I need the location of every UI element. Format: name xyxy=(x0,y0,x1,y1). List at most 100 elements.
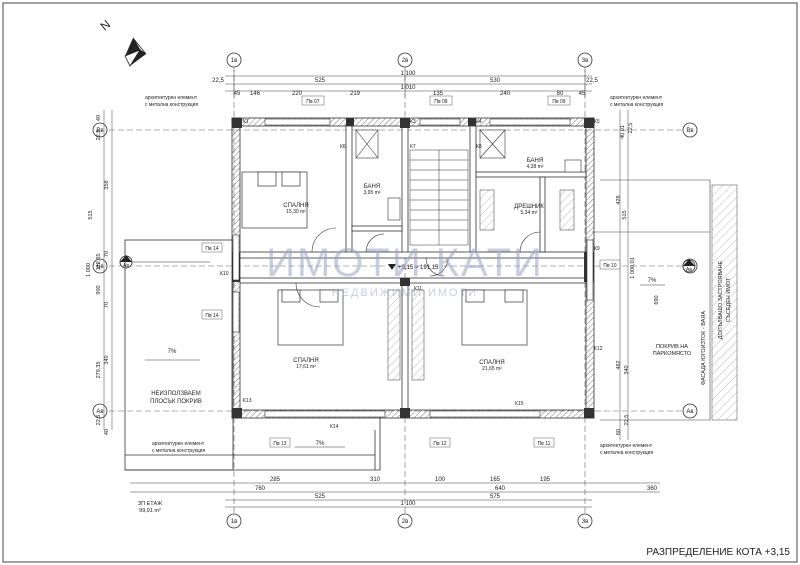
dim-right-4: 515 xyxy=(622,210,628,219)
column-tag-k7: К7 xyxy=(410,144,416,150)
neighbor-label-2: СЪСЕДЕН ИМОТ xyxy=(726,277,732,322)
sheet-title: РАЗПРЕДЕЛЕНИЕ КОТА +3,15 xyxy=(646,547,790,558)
column-tag-k11: К11 xyxy=(414,286,422,292)
opening-tag-pv14b: Пв 14 xyxy=(205,313,218,319)
room-name-closet: ДРЕШНИК xyxy=(514,204,544,210)
section-label-left: Ав xyxy=(123,263,129,269)
dim-bottom-overall: 1 100 xyxy=(400,501,416,507)
opening-tag-pv14a: Пв 14 xyxy=(205,246,218,252)
watermark: ИМОТИ КАТИ НЕДВИЖИМИ ИМОТИ xyxy=(266,241,544,299)
arch-note-2b: с метална конструкция xyxy=(610,102,663,108)
arch-notes: архитектурен елемент с метална конструкц… xyxy=(145,95,663,456)
windows xyxy=(232,118,594,418)
section-label-right: Ав xyxy=(686,267,692,273)
opening-tag-pv10: Пв 10 xyxy=(603,263,616,269)
dimensions-right xyxy=(619,110,629,440)
column-tag-k10: К10 xyxy=(220,271,229,277)
room-name-bedroom-2: СПАЛНЯ xyxy=(293,358,318,364)
axis-right-3: Ав xyxy=(686,409,693,415)
dim-bottom-10: 575 xyxy=(490,494,501,500)
dim-right-3: 428 xyxy=(616,195,622,204)
dim-top-sub-1: 22,5 xyxy=(212,78,224,84)
axis-right-1: Вв xyxy=(686,128,693,134)
dim-bottom-4: 165 xyxy=(490,477,501,483)
roof-parking-label-1: ПОКРИВ НА xyxy=(656,344,688,350)
column-tag-k8: К8 xyxy=(476,144,482,150)
dim-bottom-3: 100 xyxy=(435,477,446,483)
dim-bottom-8: 360 xyxy=(647,486,658,492)
dim-right-8: 340 xyxy=(624,365,630,374)
dim-top-open-4: 219 xyxy=(350,91,361,97)
dimensions-top xyxy=(225,70,592,97)
arch-note-4b: с метална конструкция xyxy=(600,450,653,456)
room-area-bedroom-3: 21,65 m² xyxy=(482,366,502,372)
dim-left-3: 358 xyxy=(104,180,110,189)
axis-bottom-3: 3в xyxy=(582,519,589,525)
dim-top-open-8: 45 xyxy=(579,91,586,97)
wardrobes xyxy=(387,189,575,381)
column-tag-k9: К9 xyxy=(594,246,600,252)
dim-top-open-6: 240 xyxy=(500,91,511,97)
parking-outline xyxy=(592,179,711,421)
neighbor-lot xyxy=(711,184,738,421)
dim-left-11: 340 xyxy=(104,355,110,364)
dim-left-9: 70 xyxy=(104,302,110,308)
axis-left-3: Ав xyxy=(96,409,103,415)
axis-bottom-2: 2в xyxy=(402,519,409,525)
dimensions-left xyxy=(103,110,113,430)
dim-top-open-5: 135 xyxy=(433,91,444,97)
arch-note-3b: с метална конструкция xyxy=(152,448,205,454)
dim-bottom-5: 195 xyxy=(540,477,551,483)
column-tag-k6: К6 xyxy=(340,144,346,150)
terrace-label-1: НЕИЗПОЛЗВАЕМ xyxy=(151,391,201,397)
facade-label: ФАСАДА ЮГОИЗТОК - ВАЯА xyxy=(701,311,707,385)
section-marker-right: Ав xyxy=(682,259,696,273)
dim-top-sub-2: 525 xyxy=(315,78,326,84)
opening-tag-pv12: Пв 12 xyxy=(433,441,446,447)
opening-tag-pv09: Пв 09 xyxy=(552,99,565,105)
dim-right-1: 40,01 xyxy=(620,125,626,139)
dim-bottom-6: 760 xyxy=(255,486,266,492)
room-name-bath-1: БАНЯ xyxy=(364,184,380,190)
dim-right-7: 462 xyxy=(616,360,622,369)
room-area-bedroom-2: 17,61 m² xyxy=(296,364,316,370)
room-name-bedroom-1: СПАЛНЯ xyxy=(283,203,308,209)
dim-right-6: 690 xyxy=(654,295,660,304)
arch-note-1a: архитектурен елемент xyxy=(145,95,198,101)
dim-top-open-7: 80 xyxy=(557,91,564,97)
dim-left-10: 279,35 xyxy=(96,362,102,379)
roof-parking-label-2: ПАРКОМЯСТО xyxy=(653,351,692,357)
dim-top-sub-3: 530 xyxy=(490,78,501,84)
floor-area-label: ЗП ЕТАЖ xyxy=(138,501,162,507)
axis-left-2: Бв xyxy=(96,264,103,270)
opening-tag-pv07: Пв 07 xyxy=(306,99,319,105)
dim-left-6: 122,65 xyxy=(96,254,102,271)
terrace-slope-2: 7% xyxy=(316,441,325,447)
room-area-bedroom-1: 15,30 m² xyxy=(286,209,306,215)
column-tag-k12: К12 xyxy=(594,346,603,352)
level-mark: +3,15 = 191,15 xyxy=(388,264,439,271)
dim-right-10: 60 xyxy=(616,429,622,435)
column-tag-k3: К3 xyxy=(410,119,416,125)
section-marker-left: Ав xyxy=(119,255,210,269)
watermark-sub: НЕДВИЖИМИ ИМОТИ xyxy=(332,287,478,299)
dim-top-inner: 1 010 xyxy=(400,85,416,91)
column-tag-k5: К5 xyxy=(594,119,600,125)
axis-left-1: Вв xyxy=(96,128,103,134)
dim-top-open-2: 146 xyxy=(250,91,261,97)
grid-bubbles xyxy=(92,52,698,529)
floor-area: ЗП ЕТАЖ 99,91 m² xyxy=(138,501,162,514)
terrace-slope: 7% xyxy=(168,349,177,355)
neighbor-label-1: ДОПЪЛВАЩО ЗАСТРОЯВАНЕ xyxy=(718,260,724,339)
watermark-main: ИМОТИ КАТИ xyxy=(266,241,544,285)
axis-top-2: 2в xyxy=(402,58,409,64)
opening-tag-pv08: Пв 08 xyxy=(434,99,447,105)
dim-bottom-7: 640 xyxy=(495,486,506,492)
dim-top-sub-4: 22,5 xyxy=(586,78,598,84)
room-area-bath-1: 3,95 m² xyxy=(364,190,381,196)
room-area-bath-2: 4,38 m² xyxy=(527,164,544,170)
room-name-bedroom-3: СПАЛНЯ xyxy=(479,360,504,366)
column-tag-k15: К15 xyxy=(515,401,524,407)
north-label: N xyxy=(98,17,114,33)
